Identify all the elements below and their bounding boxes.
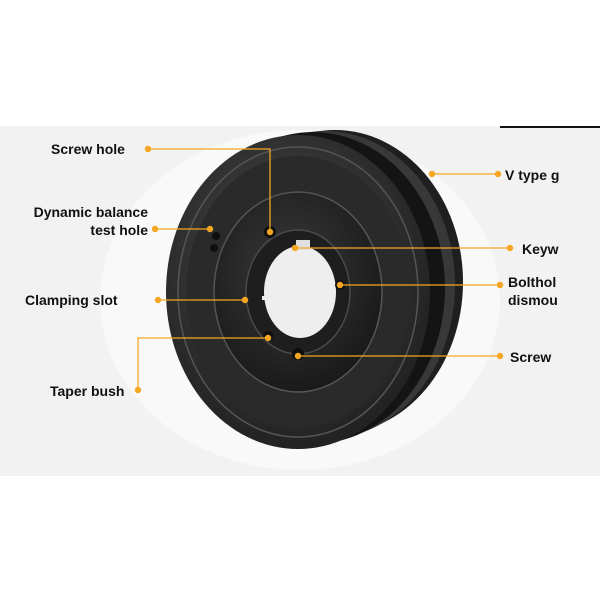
- leader-taper-bush: [137, 337, 268, 390]
- clamping-slot: [262, 296, 276, 300]
- callout-dots: [134, 145, 514, 394]
- balance-hole-1: [212, 232, 220, 240]
- label-v-type-groove: V type g: [505, 167, 560, 183]
- shaft-bore: [264, 246, 336, 338]
- label-screw: Screw: [510, 349, 552, 365]
- balance-hole-2: [210, 244, 218, 252]
- label-bolt-hole-line2: dismou: [508, 292, 558, 308]
- label-dynamic-balance-line2: test hole: [90, 222, 148, 238]
- bush-edge: [213, 191, 383, 393]
- face-bevel: [177, 146, 419, 438]
- label-bolt-hole-line1: Bolthol: [508, 274, 557, 290]
- label-clamping-slot: Clamping slot: [25, 292, 118, 308]
- callout-lines: [137, 148, 510, 390]
- top-divider: [500, 126, 600, 128]
- label-dynamic-balance-line1: Dynamic balance: [33, 204, 148, 220]
- label-taper-bush: Taper bush: [50, 383, 125, 399]
- leader-screw-hole: [148, 148, 271, 232]
- label-keyway: Keyw: [522, 241, 559, 257]
- keyway-notch: [296, 240, 310, 250]
- label-screw-hole: Screw hole: [51, 141, 125, 157]
